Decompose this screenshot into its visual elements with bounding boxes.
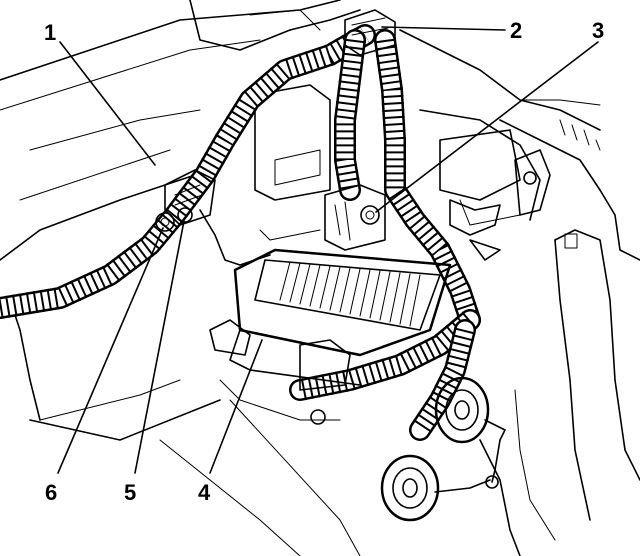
callout-1: 1 xyxy=(44,20,56,45)
leader-6 xyxy=(57,227,164,474)
harness-connector xyxy=(344,9,396,56)
leader-lines xyxy=(57,26,599,474)
leader-1 xyxy=(59,41,156,166)
leader-5 xyxy=(134,220,185,474)
callout-6: 6 xyxy=(45,480,57,505)
leader-4 xyxy=(209,339,263,474)
wire-connector-left xyxy=(155,169,271,266)
callout-2: 2 xyxy=(510,18,522,43)
horn-assembly xyxy=(380,376,506,522)
leader-3 xyxy=(375,41,599,213)
leader-2 xyxy=(381,26,506,31)
relay-bracket-right xyxy=(449,149,551,261)
control-module xyxy=(209,248,452,425)
ground-stud xyxy=(324,184,386,251)
callout-5: 5 xyxy=(124,480,136,505)
callout-4: 4 xyxy=(198,480,211,505)
callouts: 1 2 3 4 5 6 xyxy=(44,18,604,505)
callout-3: 3 xyxy=(592,18,604,43)
